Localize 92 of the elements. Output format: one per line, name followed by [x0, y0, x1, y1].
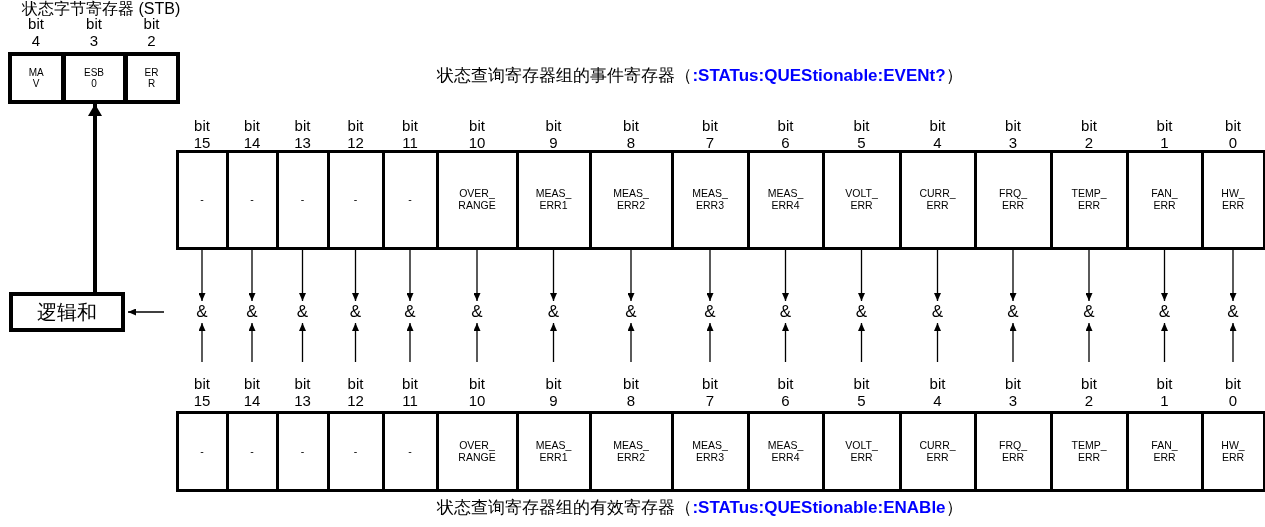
bit-label: bit 14: [242, 118, 262, 151]
arrow: [1085, 322, 1093, 363]
and-symbol: &: [1226, 301, 1240, 323]
and-symbol: &: [703, 301, 717, 323]
and-symbol: &: [470, 301, 484, 323]
bit-label: bit 2: [1080, 376, 1098, 409]
bit-label: bit 0: [1224, 376, 1242, 409]
arrow: [1229, 249, 1237, 302]
and-symbol: &: [245, 301, 259, 323]
and-symbol: &: [1082, 301, 1096, 323]
and-symbol: &: [546, 301, 561, 323]
bit-label: bit 9: [544, 118, 563, 151]
and-symbol: &: [624, 301, 638, 323]
bit-label: bit 7: [701, 376, 719, 409]
arrow: [934, 249, 941, 302]
arrow: [406, 249, 414, 302]
bit-label: bit 15: [192, 376, 212, 409]
and-symbol: &: [348, 301, 363, 323]
arrow: [299, 322, 306, 363]
bit-label: bit 6: [776, 118, 795, 151]
bit-label: bit 13: [293, 376, 312, 409]
register-caption: 状态查询寄存器组的事件寄存器（:STATus:QUEStionable:EVENt?）: [437, 65, 963, 87]
bit-label: bit 2: [143, 16, 160, 49]
arrow: [1009, 322, 1017, 363]
arrow: [858, 322, 865, 363]
bit-label: bit 9: [544, 376, 563, 409]
arrow: [88, 104, 102, 292]
bit-label: bit 15: [192, 118, 212, 151]
bit-label: bit 5: [852, 376, 871, 409]
arrow: [1085, 249, 1093, 302]
bit-label: bit 3: [1004, 118, 1022, 151]
and-symbol: &: [1157, 301, 1172, 323]
arrow: [782, 322, 789, 363]
arrow: [858, 249, 865, 302]
arrow: [299, 249, 306, 302]
bit-label: bit 1: [1155, 118, 1174, 151]
arrow: [706, 322, 714, 363]
arrow: [352, 249, 359, 302]
arrow: [934, 322, 941, 363]
and-symbol: &: [778, 301, 793, 323]
arrow: [1009, 249, 1017, 302]
bit-label: bit 8: [622, 118, 640, 151]
arrow: [198, 249, 206, 302]
arrow: [248, 322, 256, 363]
bit-label: bit 5: [852, 118, 871, 151]
arrow: [473, 322, 481, 363]
arrow: [627, 322, 635, 363]
and-symbol: &: [295, 301, 310, 323]
bit-label: bit 8: [622, 376, 640, 409]
arrow: [352, 322, 359, 363]
arrow: [127, 308, 165, 316]
bit-label: bit 10: [467, 118, 487, 151]
and-symbol: &: [1006, 301, 1020, 323]
bit-label: bit 0: [1224, 118, 1242, 151]
bit-label: bit 3: [1004, 376, 1022, 409]
arrow: [1161, 249, 1168, 302]
register-caption: 状态查询寄存器组的有效寄存器（:STATus:QUEStionable:ENABle）: [437, 497, 963, 519]
bit-label: bit 13: [293, 118, 312, 151]
bit-label: bit 4: [928, 376, 947, 409]
bit-label: bit 12: [346, 118, 365, 151]
bit-label: bit 11: [401, 118, 419, 151]
and-symbol: &: [403, 301, 417, 323]
arrow: [473, 249, 481, 302]
arrow: [1161, 322, 1168, 363]
logic-box: 逻辑和: [9, 292, 125, 332]
bit-label: bit 1: [1155, 376, 1174, 409]
arrow: [550, 322, 557, 363]
arrow: [406, 322, 414, 363]
register-cell: -: [175, 411, 229, 492]
arrow: [1229, 322, 1237, 363]
bit-label: bit 3: [86, 16, 102, 49]
bit-label: bit 4: [928, 118, 947, 151]
bit-label: bit 10: [467, 376, 487, 409]
arrow: [248, 249, 256, 302]
bit-label: bit 2: [1080, 118, 1098, 151]
arrow: [706, 249, 714, 302]
title: 状态字节寄存器 (STB): [22, 0, 181, 19]
bit-label: bit 7: [701, 118, 719, 151]
and-symbol: &: [854, 301, 869, 323]
arrow: [627, 249, 635, 302]
bit-label: bit 6: [776, 376, 795, 409]
bit-label: bit 11: [401, 376, 419, 409]
bit-label: bit 4: [28, 16, 44, 49]
arrow: [198, 322, 206, 363]
and-symbol: &: [195, 301, 209, 323]
arrow: [550, 249, 557, 302]
register-cell: MA V: [7, 52, 65, 104]
bit-label: bit 14: [242, 376, 262, 409]
arrow: [782, 249, 789, 302]
bit-label: bit 12: [346, 376, 365, 409]
register-cell: -: [175, 150, 229, 250]
and-symbol: &: [930, 301, 945, 323]
